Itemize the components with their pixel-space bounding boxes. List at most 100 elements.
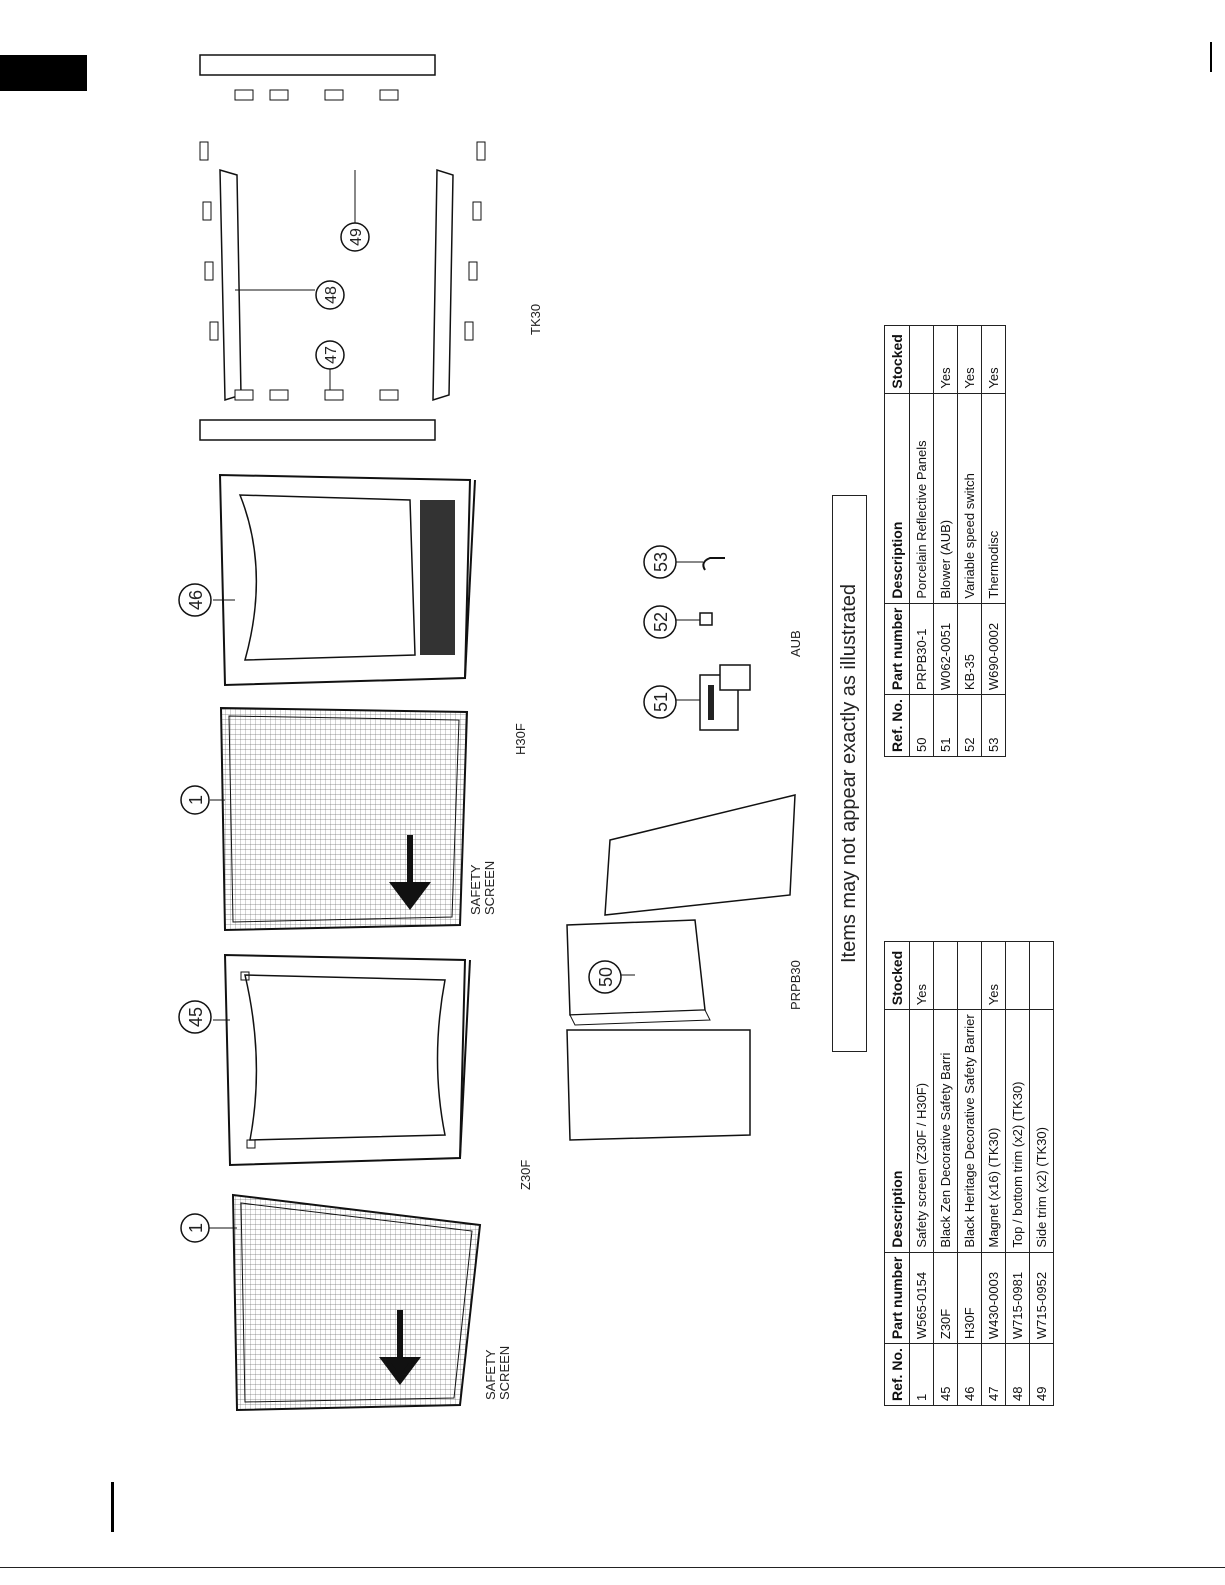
callout-45: [178, 1000, 212, 1034]
description: Magnet (x16) (TK30): [981, 1009, 1006, 1253]
callout-1a: [180, 1213, 210, 1243]
stocked: [933, 941, 958, 1010]
table-row: 53 W690-0002 Thermodisc Yes: [981, 325, 1006, 757]
z30f-barrier-drawing: [223, 953, 471, 1167]
stocked: [1005, 941, 1030, 1010]
callout-1b: [180, 785, 210, 815]
prpb30-model-label: PRPB30: [788, 960, 803, 1010]
ref-no: 48: [1005, 1343, 1030, 1406]
header-description: Description: [884, 1009, 910, 1253]
parts-table-1: Ref. No. Part number Description Stocked…: [884, 941, 1054, 1406]
header-stocked: Stocked: [884, 325, 910, 394]
stocked: [909, 325, 934, 394]
parts-table-1-header: Ref. No. Part number Description Stocked: [884, 941, 910, 1406]
safety-screen-2-label-line1: SAFETY: [468, 864, 483, 915]
callout-47-number: 47: [323, 346, 340, 364]
table-row: 48 W715-0981 Top / bottom trim (x2) (TK3…: [1005, 941, 1030, 1406]
ref-no: 50: [909, 694, 934, 757]
part-number: W565-0154: [909, 1252, 934, 1344]
callout-49: [340, 222, 370, 252]
table-row: 52 KB-35 Variable speed switch Yes: [957, 325, 982, 757]
stocked: Yes: [933, 325, 958, 394]
description: Top / bottom trim (x2) (TK30): [1005, 1009, 1030, 1253]
section-tab-marker: [0, 55, 87, 91]
header-description: Description: [884, 393, 910, 604]
safety-screen-2-drawing: [219, 706, 469, 932]
header-part-number: Part number: [884, 1252, 910, 1344]
description: Thermodisc: [981, 393, 1006, 604]
safety-screen-2-label-line2: SCREEN: [482, 861, 497, 915]
callout-47: [315, 340, 345, 370]
tk30-trim-kit-drawing: [199, 54, 486, 441]
callout-53: [643, 545, 677, 579]
z30f-model-label: Z30F: [518, 1160, 533, 1190]
callout-46-number: 46: [186, 590, 206, 610]
callout-1a-number: 1: [186, 1223, 206, 1233]
table-row: 49 W715-0952 Side trim (x2) (TK30): [1029, 941, 1054, 1406]
description: Black Heritage Decorative Safety Barrier: [957, 1009, 982, 1253]
callout-51-number: 51: [651, 692, 671, 712]
callout-53-number: 53: [651, 552, 671, 572]
prpb30-panels-drawing: [566, 794, 796, 1141]
stocked: [1029, 941, 1054, 1010]
header-ref-no: Ref. No.: [884, 1343, 910, 1406]
ref-no: 53: [981, 694, 1006, 757]
tk30-model-label: TK30: [528, 304, 543, 335]
ref-no: 47: [981, 1343, 1006, 1406]
safety-screen-1-label-line1: SAFETY: [483, 1349, 498, 1400]
table-row: 45 Z30F Black Zen Decorative Safety Barr…: [933, 941, 958, 1406]
footer-bar: [111, 1482, 114, 1532]
description: Black Zen Decorative Safety Barri: [933, 1009, 958, 1253]
ref-no: 49: [1029, 1343, 1054, 1406]
parts-table-2: Ref. No. Part number Description Stocked…: [884, 325, 1006, 757]
ref-no: 46: [957, 1343, 982, 1406]
parts-table-2-header: Ref. No. Part number Description Stocked: [884, 325, 910, 757]
part-number: W715-0952: [1029, 1252, 1054, 1344]
part-number: W430-0003: [981, 1252, 1006, 1344]
ref-no: 45: [933, 1343, 958, 1406]
stocked: Yes: [957, 325, 982, 394]
part-number: W690-0002: [981, 603, 1006, 695]
stocked: Yes: [909, 941, 934, 1010]
part-number: W715-0981: [1005, 1252, 1030, 1344]
description: Blower (AUB): [933, 393, 958, 604]
aub-blower-drawing: [699, 557, 751, 731]
edge-mark: [1210, 42, 1212, 72]
callout-1b-number: 1: [186, 795, 206, 805]
table-row: 46 H30F Black Heritage Decorative Safety…: [957, 941, 982, 1406]
safety-screen-1-label-line2: SCREEN: [497, 1346, 512, 1400]
h30f-barrier-drawing: [218, 473, 476, 687]
part-number: W062-0051: [933, 603, 958, 695]
safety-screen-1-drawing: [231, 1193, 482, 1412]
callout-52-number: 52: [651, 612, 671, 632]
callout-45-number: 45: [186, 1007, 206, 1027]
description: Variable speed switch: [957, 393, 982, 604]
illustration-disclaimer: Items may not appear exactly as illustra…: [832, 495, 867, 1052]
stocked: Yes: [981, 325, 1006, 394]
table-row: 51 W062-0051 Blower (AUB) Yes: [933, 325, 958, 757]
callout-51: [643, 685, 677, 719]
description: Side trim (x2) (TK30): [1029, 1009, 1054, 1253]
description: Safety screen (Z30F / H30F): [909, 1009, 934, 1253]
aub-model-label: AUB: [788, 630, 803, 657]
table-row: 47 W430-0003 Magnet (x16) (TK30) Yes: [981, 941, 1006, 1406]
callout-48-number: 48: [323, 286, 340, 304]
ref-no: 52: [957, 694, 982, 757]
callout-50-number: 50: [596, 967, 616, 987]
callout-52: [643, 605, 677, 639]
ref-no: 1: [909, 1343, 934, 1406]
table-row: 50 PRPB30-1 Porcelain Reflective Panels: [909, 325, 934, 757]
part-number: PRPB30-1: [909, 603, 934, 695]
h30f-model-label: H30F: [513, 723, 528, 755]
stocked: Yes: [981, 941, 1006, 1010]
header-part-number: Part number: [884, 603, 910, 695]
bottom-rule: [0, 1567, 1225, 1568]
description: Porcelain Reflective Panels: [909, 393, 934, 604]
part-number: H30F: [957, 1252, 982, 1344]
header-stocked: Stocked: [884, 941, 910, 1010]
table-row: 1 W565-0154 Safety screen (Z30F / H30F) …: [909, 941, 934, 1406]
ref-no: 51: [933, 694, 958, 757]
callout-50: [588, 960, 622, 994]
callout-49-number: 49: [348, 228, 365, 246]
part-number: KB-35: [957, 603, 982, 695]
